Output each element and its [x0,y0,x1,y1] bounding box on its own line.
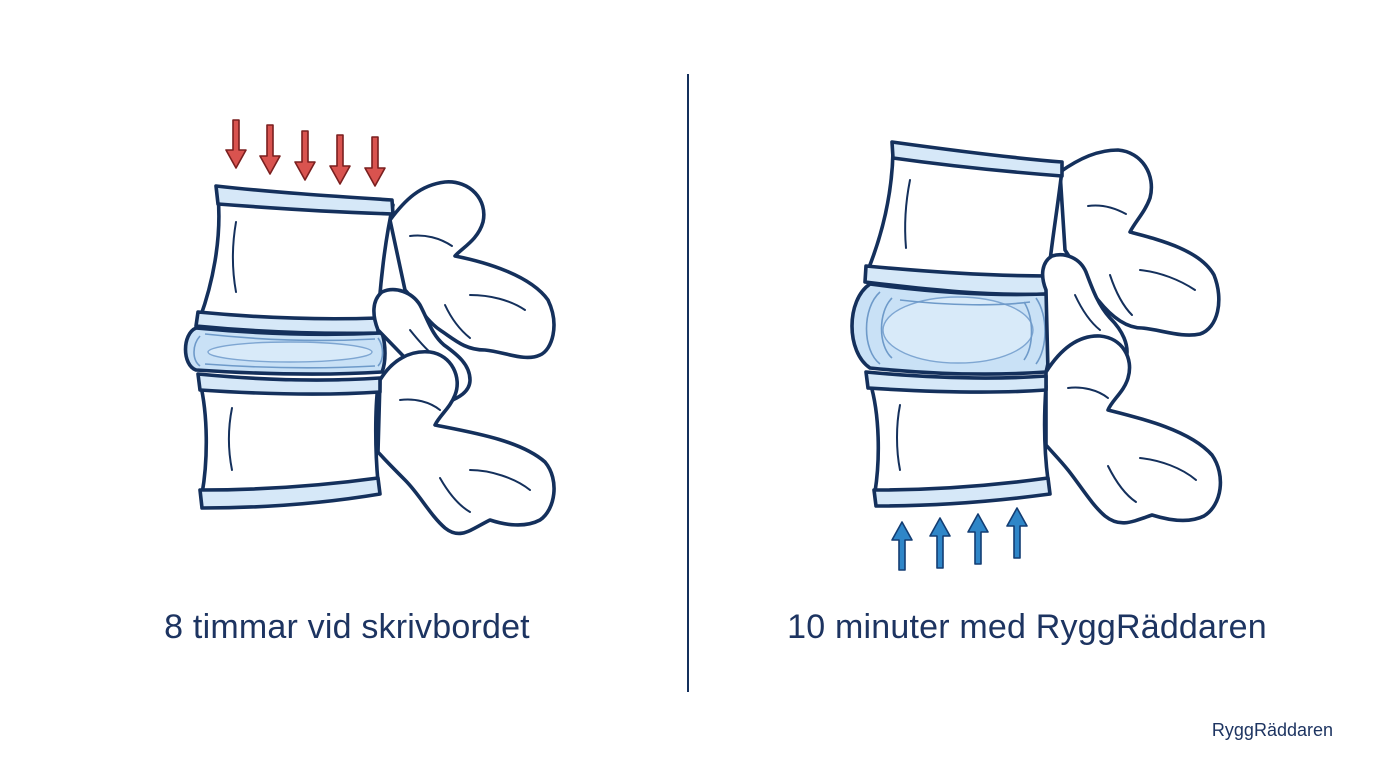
body-line [232,221,237,293]
facet-line [469,294,526,311]
facet-line [1109,274,1133,316]
relief-arrows [891,507,1028,571]
caption-after: 10 minuter med RyggRäddaren [787,608,1267,646]
facet-line [1139,269,1196,291]
upper-endplate [890,140,1064,178]
facet-line [444,304,471,339]
upper-vertebral-body [198,194,395,324]
up-arrow-icon [967,513,989,565]
up-arrow-icon [1006,507,1028,559]
facet-line [1067,386,1109,399]
body-line [904,179,911,249]
lower-upper-endplate [864,370,1048,394]
facet-line [409,234,453,247]
down-arrow-icon [329,134,351,185]
brand-watermark: RyggRäddaren [1211,720,1333,740]
lower-bottom-endplate [872,476,1052,508]
up-arrow-icon [929,517,951,569]
lower-bottom-endplate [198,476,382,510]
facet-line [469,469,531,491]
facet-line [1107,465,1137,503]
facet-line [1139,457,1197,481]
down-arrow-icon [259,124,281,175]
compressed-spine-illustration [183,119,556,536]
body-line [896,404,901,471]
facet-line [439,477,471,513]
facet-line [399,398,441,411]
healthy-disc [850,282,1053,376]
upper-spinous-process [388,180,556,360]
decompressed-spine-illustration [850,140,1223,571]
upper-spinous-process [1058,148,1221,337]
facet-line [1074,294,1101,331]
lower-upper-endplate [196,372,382,396]
facet-line [1087,204,1127,215]
down-arrow-icon [225,119,247,169]
body-line [228,407,233,471]
pressure-arrows [225,119,386,187]
caption-before: 8 timmar vid skrivbordet [164,608,530,646]
compressed-disc [183,326,387,376]
lower-spinous-process [376,349,556,536]
lower-vertebral-body [198,380,380,496]
down-arrow-icon [364,136,386,187]
down-arrow-icon [294,130,316,181]
up-arrow-icon [891,521,913,571]
upper-endplate [214,184,395,216]
lower-spinous-process [1044,334,1223,525]
